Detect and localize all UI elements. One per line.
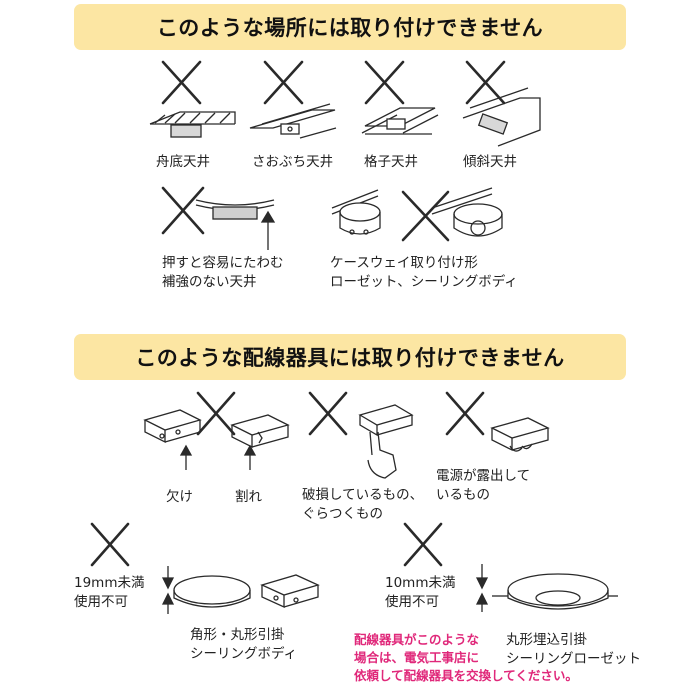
label-funazoko: 舟底天井 bbox=[156, 154, 210, 170]
label-oshi-line2: 補強のない天井 bbox=[162, 274, 257, 290]
label-marugata: 丸形埋込引掛 シーリングローゼット bbox=[506, 631, 641, 669]
label-dengen: 電源が露出して いるもの bbox=[436, 467, 530, 505]
dim2-drawing bbox=[475, 564, 618, 612]
label-saobuchi: さおぶち天井 bbox=[252, 154, 334, 170]
label-oshi: 押すと容易にたわむ 補強のない天井 bbox=[162, 254, 284, 292]
label-kakugata: 角形・丸形引掛 シーリングボディ bbox=[190, 626, 297, 664]
x-mark-kake-ware-icon bbox=[196, 391, 236, 436]
label-oshi-line1: 押すと容易にたわむ bbox=[162, 255, 284, 271]
casement-rosette-drawing bbox=[331, 187, 503, 237]
label-koshi: 格子天井 bbox=[364, 154, 418, 170]
x-mark-dim1-icon bbox=[90, 522, 130, 567]
label-dim2-line2: 使用不可 bbox=[385, 594, 439, 610]
label-dim2: 10mm未満 使用不可 bbox=[385, 574, 455, 612]
x-mark-funazoko-icon bbox=[161, 60, 202, 105]
label-casement: ケースウェイ取り付け形 ローゼット、シーリングボディ bbox=[330, 254, 518, 292]
ware-box-drawing bbox=[230, 414, 290, 470]
label-casement-line1: ケースウェイ取り付け形 bbox=[330, 255, 478, 271]
kake-box-drawing bbox=[143, 409, 202, 470]
label-kakugata-line1: 角形・丸形引掛 bbox=[190, 627, 285, 643]
label-dengen-line1: 電源が露出して bbox=[436, 468, 531, 484]
x-mark-dengen-icon bbox=[445, 391, 485, 436]
x-mark-casement-icon bbox=[401, 190, 450, 242]
label-casement-line2: ローゼット、シーリングボディ bbox=[330, 274, 518, 290]
x-mark-keisha-icon bbox=[465, 60, 506, 105]
note-line2: 場合は、電気工事店に bbox=[354, 650, 480, 665]
x-mark-haison-icon bbox=[308, 391, 348, 436]
oshi-ceiling-drawing bbox=[195, 199, 276, 250]
note-line1: 配線器具がこのような bbox=[354, 632, 480, 647]
label-ware: 割れ bbox=[235, 489, 262, 505]
saobuchi-ceiling-drawing bbox=[249, 103, 337, 139]
label-haison: 破損しているもの、 ぐらつくもの bbox=[302, 486, 423, 524]
label-haison-line2: ぐらつくもの bbox=[302, 506, 383, 522]
label-marugata-line2: シーリングローゼット bbox=[506, 651, 641, 667]
section2-title: このような配線器具には取り付けできません bbox=[135, 346, 565, 370]
koshi-ceiling-drawing bbox=[361, 107, 439, 135]
section2-title-banner: このような配線器具には取り付けできません bbox=[74, 334, 626, 380]
haison-hand-drawing bbox=[358, 404, 414, 479]
x-mark-koshi-icon bbox=[364, 60, 405, 105]
replace-wiring-note: 配線器具がこのような 場合は、電気工事店に 依頼して配線器具を交換してください。 bbox=[354, 631, 578, 685]
label-dim1-line1: 19mm未満 bbox=[74, 575, 145, 591]
label-kake: 欠け bbox=[166, 489, 193, 505]
funazoko-ceiling-drawing bbox=[149, 111, 236, 138]
keisha-ceiling-drawing bbox=[462, 87, 541, 147]
x-mark-saobuchi-icon bbox=[263, 60, 304, 105]
x-mark-oshi-icon bbox=[161, 186, 205, 235]
label-dim2-line1: 10mm未満 bbox=[385, 575, 456, 591]
dengen-box-drawing bbox=[490, 417, 550, 452]
note-line3: 依頼して配線器具を交換してください。 bbox=[354, 668, 578, 683]
section1-title-banner: このような場所には取り付けできません bbox=[74, 4, 626, 50]
dim1-drawing bbox=[161, 566, 320, 614]
label-haison-line1: 破損しているもの、 bbox=[302, 487, 424, 503]
label-kakugata-line2: シーリングボディ bbox=[190, 646, 298, 662]
label-keisha: 傾斜天井 bbox=[463, 154, 517, 170]
section1-title: このような場所には取り付けできません bbox=[156, 16, 544, 40]
x-mark-dim2-icon bbox=[403, 522, 443, 567]
label-dim1: 19mm未満 使用不可 bbox=[74, 574, 144, 612]
label-marugata-line1: 丸形埋込引掛 bbox=[506, 632, 587, 648]
label-dim1-line2: 使用不可 bbox=[74, 594, 128, 610]
label-dengen-line2: いるもの bbox=[436, 487, 490, 503]
